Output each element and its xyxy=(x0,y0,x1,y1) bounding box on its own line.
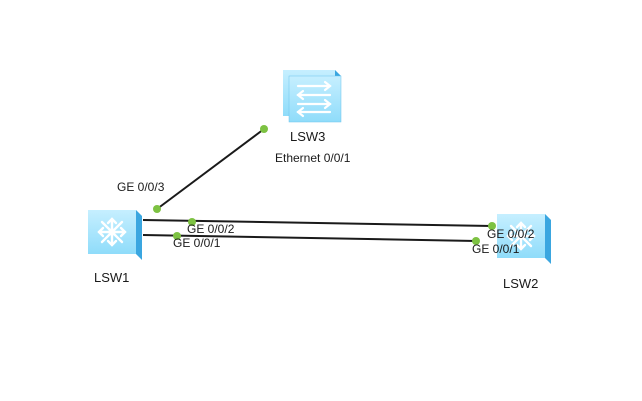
lsw1-ge002-label: GE 0/0/2 xyxy=(187,222,235,236)
lsw2-ge002-label: GE 0/0/2 xyxy=(487,227,535,241)
link-lsw1-lsw3[interactable] xyxy=(156,128,265,210)
lsw2-label: LSW2 xyxy=(503,276,539,291)
port-dot-lsw3-eth001[interactable] xyxy=(260,125,268,133)
port-dot-lsw1-ge003[interactable] xyxy=(153,205,161,213)
lsw1-label: LSW1 xyxy=(94,270,130,285)
port-dot-lsw2-ge002[interactable] xyxy=(488,222,496,230)
port-dot-lsw1-ge002[interactable] xyxy=(188,218,196,226)
lsw1-switch-icon[interactable] xyxy=(88,210,142,260)
lsw1-ge001-label: GE 0/0/1 xyxy=(173,236,221,250)
lsw1-ge003-label: GE 0/0/3 xyxy=(117,180,165,194)
port-dot-lsw1-ge001[interactable] xyxy=(173,232,181,240)
lsw2-switch-icon[interactable] xyxy=(497,214,551,264)
lsw3-port-label: Ethernet 0/0/1 xyxy=(275,151,351,165)
lsw3-switch-icon[interactable] xyxy=(283,70,342,123)
link-lsw1-lsw2-ge002[interactable] xyxy=(142,219,493,227)
lsw3-label: LSW3 xyxy=(290,129,326,144)
link-lsw1-lsw2-ge001[interactable] xyxy=(142,234,477,242)
port-dot-lsw2-ge001[interactable] xyxy=(472,237,480,245)
lsw2-ge001-label: GE 0/0/1 xyxy=(472,242,520,256)
